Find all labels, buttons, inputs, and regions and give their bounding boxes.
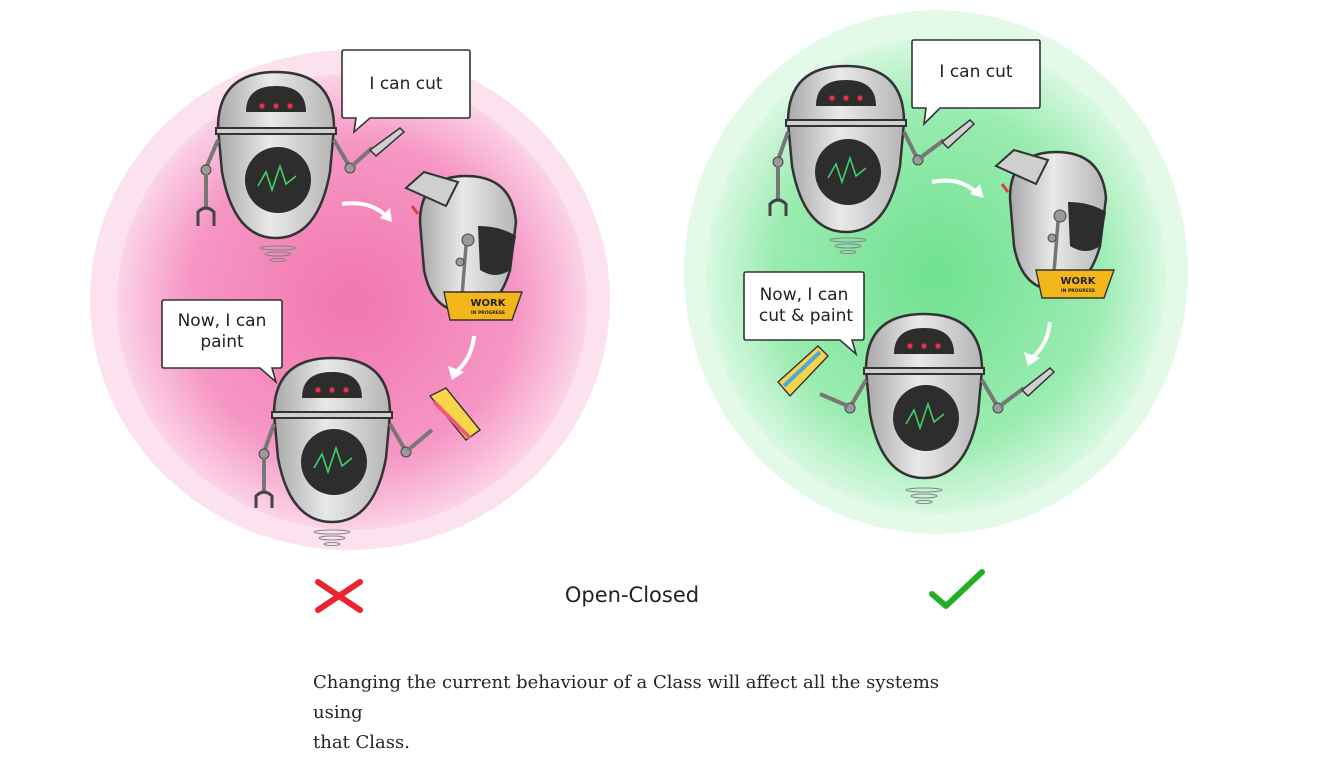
sign-main-text: WORK (1061, 276, 1097, 287)
robot-cutter (196, 70, 406, 262)
bubble-top-text: I can cut (369, 74, 442, 94)
left-panel: I can cut WORK IN PROGRESS Now, I can pa… (90, 49, 610, 613)
center-label: Open-Closed (565, 583, 699, 607)
open-closed-figure: I can cut WORK IN PROGRESS Now, I can pa… (90, 10, 1188, 613)
sign-main-text: WORK (471, 298, 507, 309)
flow-arrow-down (454, 335, 476, 374)
bubble-bottom-line2: cut & paint (759, 306, 854, 326)
bubble-top-text: I can cut (939, 62, 1012, 82)
robot-cutter (768, 64, 976, 254)
bubble-bottom-line1: Now, I can (178, 311, 267, 331)
robot-under-construction: WORK IN PROGRESS (994, 148, 1115, 299)
robot-under-construction: WORK IN PROGRESS (404, 170, 523, 321)
bubble-bottom-line2: paint (200, 332, 244, 352)
speech-bubble-bottom: Now, I can cut & paint (743, 271, 865, 357)
sign-sub-text: IN PROGRESS (1061, 288, 1095, 294)
speech-bubble-bottom: Now, I can paint (161, 299, 283, 385)
robot-cutter-painter (777, 312, 1056, 504)
caption: Changing the current behaviour of a Clas… (313, 668, 953, 758)
caption-line-1: Changing the current behaviour of a Clas… (313, 672, 940, 723)
cross-icon (315, 579, 363, 613)
speech-bubble-top: I can cut (341, 49, 471, 135)
flow-arrow-down (1030, 321, 1052, 360)
sign-sub-text: IN PROGRESS (471, 310, 505, 316)
right-panel: I can cut WORK IN PROGRESS Now, I can cu… (684, 10, 1188, 609)
robot-painter (254, 356, 482, 546)
speech-bubble-top: I can cut (911, 39, 1041, 127)
bubble-bottom-line1: Now, I can (760, 285, 849, 305)
check-icon (929, 569, 985, 609)
